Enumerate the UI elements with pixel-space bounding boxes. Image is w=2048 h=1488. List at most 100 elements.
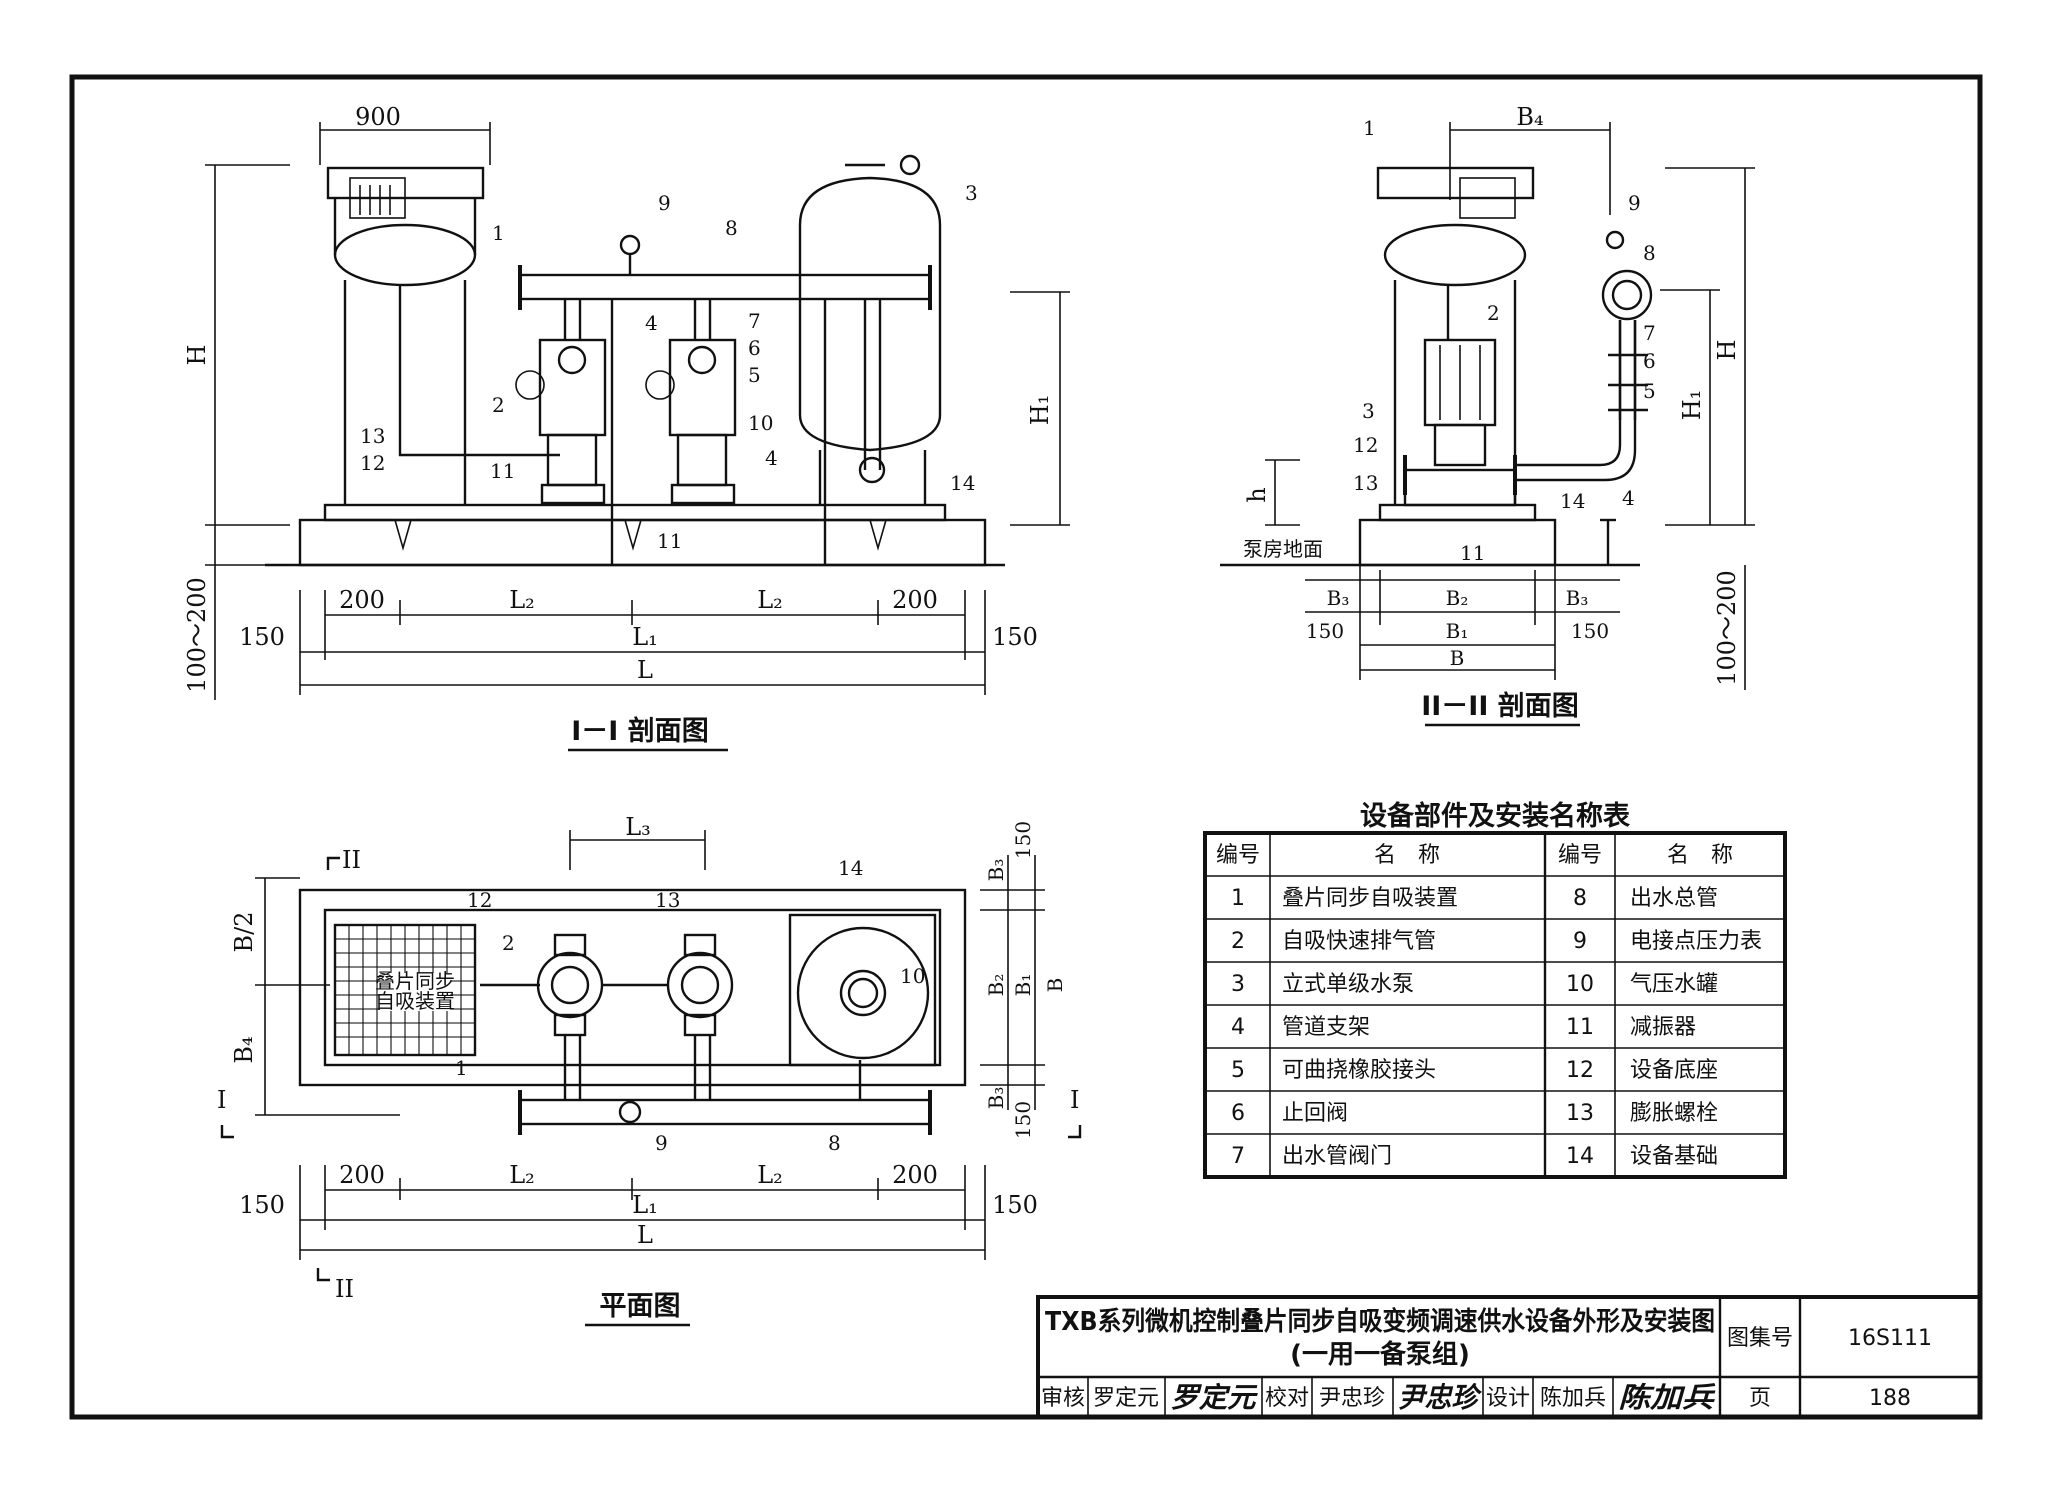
callout-10: 10	[900, 964, 925, 988]
row-4-no-b: 11	[1566, 1015, 1594, 1040]
row-5-no-b: 12	[1566, 1058, 1594, 1083]
designer-signature: 陈加兵	[1619, 1381, 1716, 1414]
callout-3: 3	[1362, 399, 1375, 423]
title-block: TXB系列微机控制叠片同步自吸变频调速供水设备外形及安装图 (一用一备泵组) 图…	[1036, 1295, 1982, 1419]
dim-150b: 150	[1571, 619, 1609, 643]
dim-H1: H₁	[1678, 390, 1706, 421]
dim-edge-left: 200	[339, 586, 385, 614]
callout-4b: 4	[765, 446, 778, 470]
callout-13: 13	[655, 888, 680, 912]
callout-10: 3	[965, 181, 978, 205]
callout-11b: 11	[657, 529, 682, 553]
header-name-1: 名 称	[1374, 843, 1440, 868]
dim-base: 100～200	[1713, 570, 1741, 686]
table-row: 4 管道支架 11 减振器	[1231, 1015, 1696, 1040]
callout-8: 8	[828, 1131, 841, 1155]
callout-8: 8	[1643, 241, 1656, 265]
callout-12: 12	[467, 888, 492, 912]
dim-right-gap: 150	[992, 623, 1038, 651]
row-2-name-a: 自吸快速排气管	[1282, 929, 1436, 954]
device-label-line1: 叠片同步	[375, 969, 455, 993]
row-7-name-b: 设备基础	[1630, 1144, 1718, 1169]
table-row: 2 自吸快速排气管 9 电接点压力表	[1231, 929, 1762, 954]
row-1-name-a: 叠片同步自吸装置	[1282, 886, 1458, 911]
section-mark-left: I	[217, 1086, 226, 1114]
row-1-no-a: 1	[1231, 886, 1245, 911]
dim-B3a-symbol: B₃	[984, 859, 1008, 882]
header-no-1: 编号	[1216, 843, 1260, 868]
callout-1: 1	[455, 1056, 468, 1080]
callout-2: 2	[1487, 301, 1500, 325]
callout-11: 11	[1460, 541, 1485, 565]
plan-labels: 叠片同步 自吸装置 L₃ B/2 B₄ 150 B₃ B₂ B₁ B B₃ 15…	[217, 813, 1082, 1327]
dim-L2a: L₂	[509, 1161, 535, 1189]
callout-4a: 4	[645, 311, 658, 335]
parts-table-title: 设备部件及安装名称表	[1360, 800, 1630, 832]
callout-9: 9	[658, 191, 671, 215]
row-2-no-a: 2	[1231, 929, 1245, 954]
dim-h: h	[1243, 487, 1271, 502]
row-1-no-b: 8	[1573, 886, 1587, 911]
callout-8: 8	[725, 216, 738, 240]
dim-B2: B₂	[984, 974, 1008, 997]
checker-name: 尹忠珍	[1319, 1386, 1385, 1411]
table-row: 6 止回阀 13 膨胀螺栓	[1231, 1101, 1718, 1126]
row-2-no-b: 9	[1573, 929, 1587, 954]
atlas-number: 16S111	[1848, 1326, 1932, 1351]
plan-drawing	[298, 888, 967, 1135]
row-3-name-a: 立式单级水泵	[1282, 972, 1414, 997]
dim-H: H	[1713, 340, 1741, 361]
callout-7: 7	[1643, 321, 1656, 345]
dim-L3: L₃	[625, 813, 651, 841]
dim-L2b: L₂	[757, 586, 783, 614]
header-no-2: 编号	[1558, 843, 1602, 868]
designer-name: 陈加兵	[1540, 1386, 1606, 1411]
section-1-drawing	[265, 154, 1005, 567]
dim-B3b-symbol: B₃	[984, 1087, 1008, 1110]
row-6-no-a: 6	[1231, 1101, 1245, 1126]
reviewer-name: 罗定元	[1093, 1386, 1159, 1411]
dim-L: L	[637, 656, 653, 684]
dim-B1: B₁	[1011, 974, 1035, 997]
row-6-no-b: 13	[1566, 1101, 1594, 1126]
section-mark-bottom: II	[335, 1275, 354, 1303]
row-6-name-b: 膨胀螺栓	[1630, 1101, 1718, 1126]
sheet-frame	[69, 74, 1983, 1420]
dim-B2: B₂	[1446, 586, 1469, 610]
dim-150a: 150	[1306, 619, 1344, 643]
dim-B4: B₄	[1516, 103, 1543, 131]
callout-14: 14	[838, 856, 863, 880]
callout-14: 14	[1560, 489, 1585, 513]
row-6-name-a: 止回阀	[1282, 1101, 1348, 1126]
page-number: 188	[1869, 1386, 1911, 1411]
row-7-no-a: 7	[1231, 1144, 1245, 1169]
callout-6: 6	[748, 336, 761, 360]
row-5-name-b: 设备底座	[1630, 1058, 1718, 1083]
callout-9: 9	[655, 1131, 668, 1155]
atlas-label: 图集号	[1727, 1326, 1793, 1351]
dim-L1: L₁	[632, 623, 658, 651]
section-2-drawing	[1220, 166, 1653, 567]
callout-1: 1	[1363, 116, 1376, 140]
dim-L2a: L₂	[509, 586, 535, 614]
callout-3: 10	[748, 411, 773, 435]
design-label: 设计	[1486, 1386, 1530, 1411]
review-label: 审核	[1041, 1386, 1085, 1411]
callout-13: 13	[360, 424, 385, 448]
section-1-caption: I－I 剖面图	[571, 715, 709, 747]
section-mark-right: I	[1070, 1086, 1079, 1114]
drawing-title: TXB系列微机控制叠片同步自吸变频调速供水设备外形及安装图	[1045, 1306, 1715, 1337]
dim-B4: B₄	[230, 1036, 258, 1063]
table-row: 7 出水管阀门 14 设备基础	[1231, 1144, 1718, 1169]
callout-2: 2	[492, 393, 505, 417]
callout-5: 5	[1643, 379, 1656, 403]
dim-H: H	[183, 345, 211, 366]
callout-5: 5	[748, 363, 761, 387]
section-2-dims	[1265, 122, 1755, 690]
section-mark-top: II	[342, 846, 361, 874]
dim-L: L	[637, 1221, 653, 1249]
dim-edge-left: 200	[339, 1161, 385, 1189]
dim-base: 100～200	[183, 577, 211, 693]
callout-7: 7	[748, 309, 761, 333]
